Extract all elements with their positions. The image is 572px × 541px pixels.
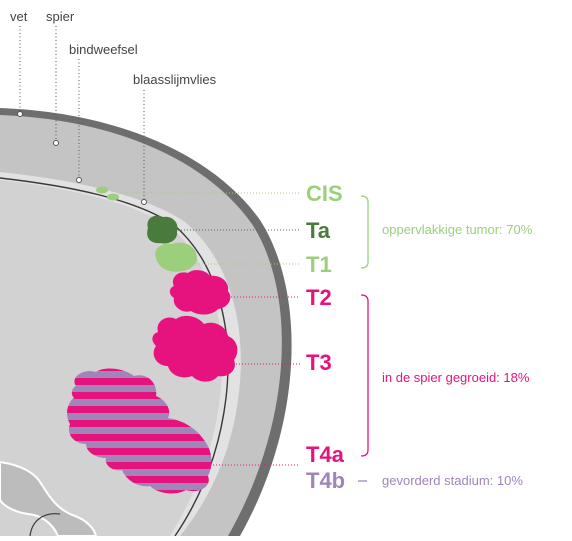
brace-superficial bbox=[361, 196, 368, 268]
label-blaasslijmvlies: blaasslijmvlies bbox=[133, 73, 216, 86]
marker-vet bbox=[18, 112, 23, 117]
group-advanced: gevorderd stadium: 10% bbox=[382, 474, 523, 487]
label-spier: spier bbox=[46, 10, 74, 23]
stage-t4a: T4a bbox=[306, 444, 344, 466]
marker-spier bbox=[54, 141, 59, 146]
marker-bindweefsel bbox=[77, 178, 82, 183]
label-bindweefsel: bindweefsel bbox=[69, 43, 138, 56]
tumor-cis-2 bbox=[107, 194, 119, 201]
brace-muscle-invasive bbox=[361, 295, 368, 456]
stage-t1: T1 bbox=[306, 254, 332, 276]
marker-blaasslijmvlies bbox=[142, 200, 147, 205]
label-vet: vet bbox=[10, 10, 27, 23]
stage-t2: T2 bbox=[306, 287, 332, 309]
group-muscle-invasive: in de spier gegroeid: 18% bbox=[382, 371, 529, 384]
stage-ta: Ta bbox=[306, 220, 330, 242]
stage-cis: CIS bbox=[306, 183, 343, 205]
stage-t4b: T4b bbox=[306, 470, 345, 492]
stage-t3: T3 bbox=[306, 352, 332, 374]
tumor-ta bbox=[147, 216, 178, 244]
tumor-cis bbox=[96, 187, 108, 194]
group-superficial: oppervlakkige tumor: 70% bbox=[382, 223, 532, 236]
